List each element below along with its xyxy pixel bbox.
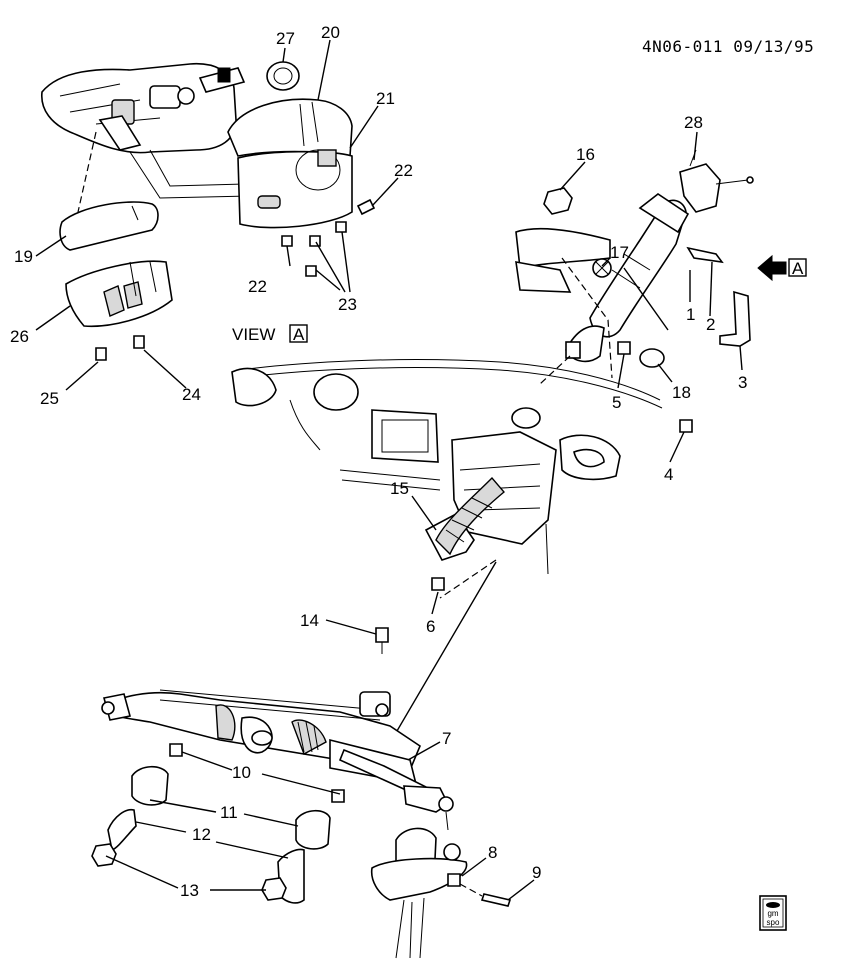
- callout-4: 4: [664, 465, 673, 484]
- bolt-5: [617, 341, 631, 355]
- callout-3: 3: [738, 373, 747, 392]
- callout-6: 6: [426, 617, 435, 636]
- nut-13a: [91, 843, 117, 867]
- strut-knuckle: [370, 827, 468, 959]
- view-arrow-icon: [757, 254, 787, 282]
- callout-24: 24: [182, 385, 201, 404]
- bolt-6: [431, 577, 445, 591]
- shroud-screws: [281, 198, 376, 277]
- callout-28: 28: [684, 113, 703, 132]
- callout-1: 1: [686, 305, 695, 324]
- callout-12: 12: [192, 825, 211, 844]
- callout-15: 15: [390, 479, 409, 498]
- clamp-12a: [107, 808, 137, 852]
- nut-8: [447, 873, 461, 887]
- callout-19: 19: [14, 247, 33, 266]
- callout-11: 11: [220, 803, 238, 822]
- callout-5: 5: [612, 393, 621, 412]
- shroud-lower-left-part: [65, 260, 173, 328]
- callout-25: 25: [40, 389, 59, 408]
- grommet-11a: [131, 765, 169, 806]
- callout-18: 18: [672, 383, 691, 402]
- callout-26: 26: [10, 327, 29, 346]
- callout-10: 10: [232, 763, 251, 782]
- diagram-code: 4N06-011 09/13/95: [642, 37, 814, 56]
- nut-10a: [169, 743, 183, 757]
- nut-18: [639, 348, 665, 368]
- screw-24: [133, 335, 145, 349]
- boot-15: [424, 476, 505, 561]
- firewall-panel: [231, 359, 663, 575]
- callout-16: 16: [576, 145, 595, 164]
- lever-2: [686, 246, 724, 264]
- arrow-letter: A: [792, 259, 804, 278]
- bracket-3: [719, 290, 751, 347]
- arrow-letter-box: [788, 258, 807, 277]
- callout-22b: 22: [248, 277, 267, 296]
- nut-13b: [261, 877, 287, 901]
- switch-28: [679, 149, 754, 213]
- bolt-4: [679, 419, 693, 433]
- view-letter-box: [289, 324, 308, 343]
- bolt-14: [375, 627, 389, 643]
- column-housing-assembly: [41, 63, 251, 199]
- callout-27: 27: [276, 29, 295, 48]
- lower-shroud-part: [237, 149, 353, 229]
- callout-13: 13: [180, 881, 199, 900]
- shroud-upper-left-part: [59, 201, 159, 251]
- callout-9: 9: [532, 863, 541, 882]
- upper-shroud-part: [227, 98, 353, 157]
- callout-14: 14: [300, 611, 319, 630]
- steering-rack-part: [101, 689, 454, 831]
- callout-23: 23: [338, 295, 357, 314]
- callout-21: 21: [376, 89, 395, 108]
- nut-16: [543, 187, 573, 215]
- view-letter: A: [293, 325, 305, 344]
- cotter-pin-9: [480, 893, 512, 907]
- callout-20: 20: [321, 23, 340, 42]
- svg-text:spo: spo: [767, 918, 780, 927]
- callout-22a: 22: [394, 161, 413, 180]
- screw-25: [95, 347, 107, 361]
- callout-17: 17: [610, 243, 629, 262]
- key-ring-part: [266, 61, 300, 91]
- steering-column-part: [565, 193, 690, 363]
- grommet-11b: [295, 809, 331, 850]
- view-label: VIEW: [232, 325, 275, 344]
- svg-text:gm: gm: [767, 909, 778, 918]
- gm-spo-logo: gm spo: [759, 895, 787, 931]
- callout-2: 2: [706, 315, 715, 334]
- callout-8: 8: [488, 843, 497, 862]
- callout-7: 7: [442, 729, 451, 748]
